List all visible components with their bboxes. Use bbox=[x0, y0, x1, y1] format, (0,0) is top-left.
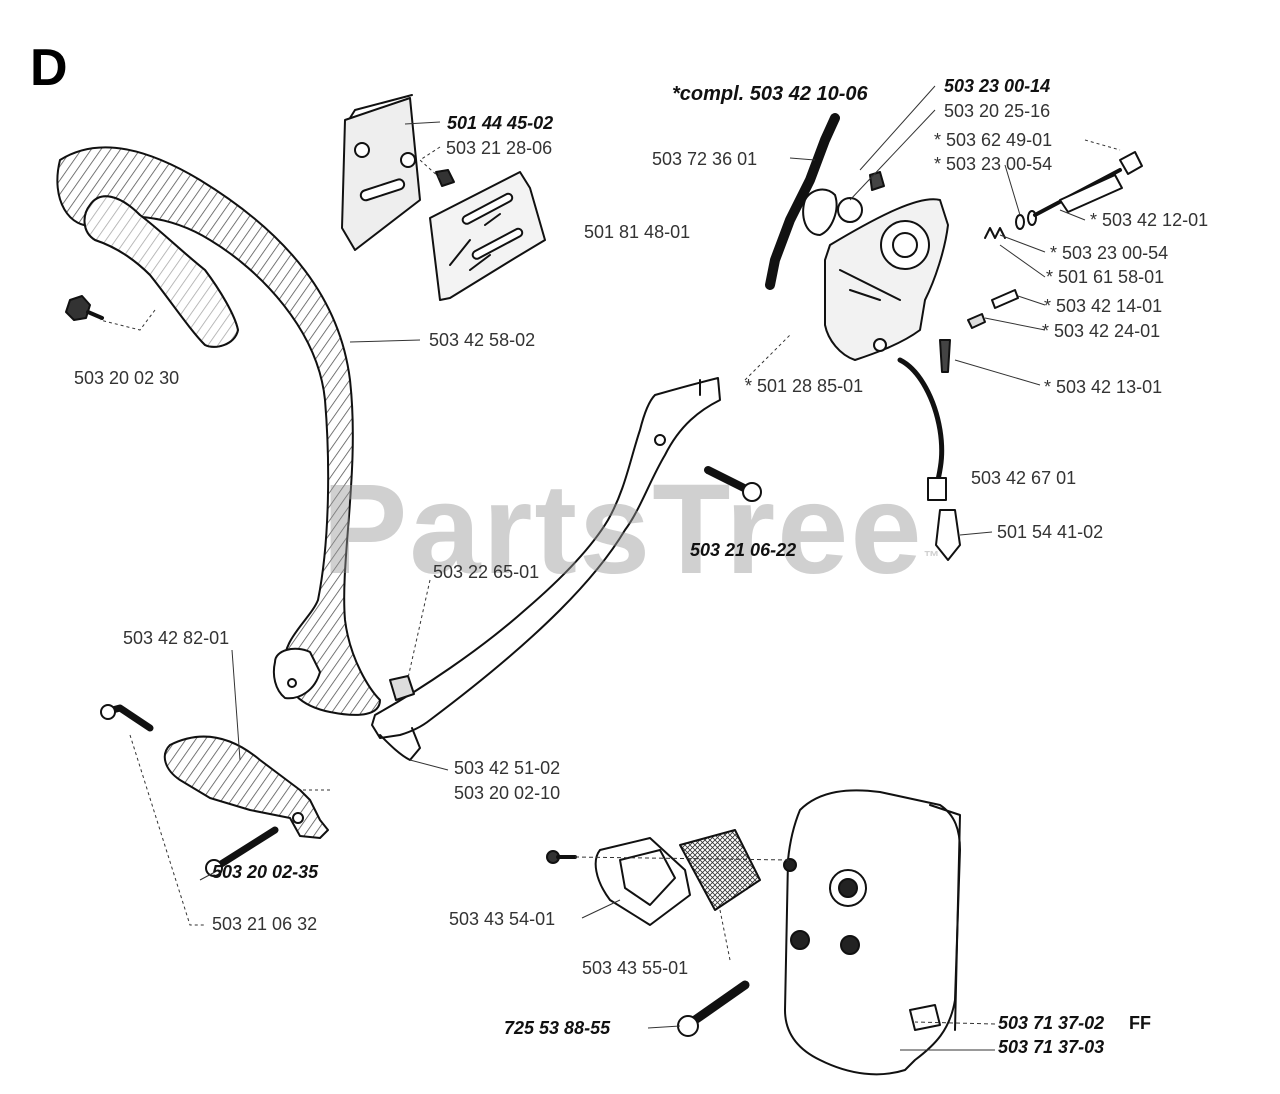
bar-plate bbox=[429, 171, 546, 301]
part-label-503-23-00-54-a: * 503 23 00-54 bbox=[934, 154, 1053, 174]
muffler-clip bbox=[909, 1004, 941, 1031]
watermark: PartsTree™ bbox=[322, 460, 942, 600]
part-label-503-21-06-32: 503 21 06 32 bbox=[212, 914, 318, 934]
muffler-gasket bbox=[594, 837, 691, 926]
part-label-503-20-02-30: 503 20 02 30 bbox=[74, 368, 180, 388]
part-label-503-42-82-01: 503 42 82-01 bbox=[123, 628, 230, 648]
handle-screw bbox=[65, 295, 104, 321]
part-label-503-21-28-06: 503 21 28-06 bbox=[446, 138, 553, 158]
grip-screw-long bbox=[205, 826, 279, 877]
pump-nipple bbox=[939, 339, 951, 373]
part-label-501-28-85-01: * 501 28 85-01 bbox=[745, 376, 864, 396]
part-label-503-23-00-14: 503 23 00-14 bbox=[944, 76, 1051, 96]
part-label-503-42-24-01: * 503 42 24-01 bbox=[1042, 321, 1161, 341]
part-label-503-42-58-02: 503 42 58-02 bbox=[429, 330, 536, 350]
oil-hose bbox=[897, 357, 947, 501]
part-label-503-20-02-35: 503 20 02-35 bbox=[212, 862, 319, 882]
part-label-503-21-06-22: 503 21 06-22 bbox=[690, 540, 797, 560]
part-label-501-54-41-02: 501 54 41-02 bbox=[997, 522, 1104, 542]
part-label-725-53-88-55: 725 53 88-55 bbox=[504, 1018, 611, 1038]
part-label-503-43-54-01: 503 43 54-01 bbox=[449, 909, 556, 929]
pump-piston-rod bbox=[1033, 151, 1143, 217]
part-label-ff: FF bbox=[1129, 1013, 1151, 1033]
oil-pump-body bbox=[824, 198, 949, 361]
bolt-middle bbox=[704, 466, 762, 502]
part-label-501-44-45-02: 501 44 45-02 bbox=[447, 113, 554, 133]
part-label-503-23-00-54-b: * 503 23 00-54 bbox=[1050, 243, 1169, 263]
muffler-bolt bbox=[677, 980, 750, 1037]
oil-filter bbox=[935, 509, 961, 561]
pump-spring bbox=[984, 227, 1006, 239]
part-label-503-42-14-01: * 503 42 14-01 bbox=[1044, 296, 1163, 316]
part-label-503-71-37-02: 503 71 37-02 bbox=[998, 1013, 1105, 1033]
spark-arrestor-screen bbox=[679, 829, 761, 911]
part-label-503-42-12-01: * 503 42 12-01 bbox=[1090, 210, 1209, 230]
pump-screw bbox=[869, 171, 885, 191]
part-label-503-22-65-01: 503 22 65-01 bbox=[433, 562, 540, 582]
oil-pump-drive bbox=[765, 113, 863, 290]
rear-grip bbox=[163, 735, 329, 839]
part-label-503-42-13-01: * 503 42 13-01 bbox=[1044, 377, 1163, 397]
guard-plate bbox=[341, 94, 421, 251]
part-label-503-71-37-03: 503 71 37-03 bbox=[998, 1037, 1105, 1057]
watermark-text: PartsTree bbox=[322, 458, 924, 601]
guard-screw bbox=[435, 169, 455, 187]
part-label-503-72-36-01: 503 72 36 01 bbox=[652, 149, 758, 169]
pump-o-rings bbox=[1015, 210, 1037, 230]
front-handle-bar bbox=[56, 146, 381, 716]
grip-screw-left bbox=[100, 704, 154, 732]
pump-adjust-pin bbox=[967, 289, 1019, 329]
part-label-503-62-49-01: * 503 62 49-01 bbox=[934, 130, 1053, 150]
part-label-501-81-48-01: 501 81 48-01 bbox=[584, 222, 691, 242]
part-label-503-20-25-16: 503 20 25-16 bbox=[944, 101, 1051, 121]
part-label-501-61-58-01: * 501 61 58-01 bbox=[1046, 267, 1165, 287]
square-nut bbox=[389, 675, 415, 701]
part-label-503-43-55-01: 503 43 55-01 bbox=[582, 958, 689, 978]
watermark-trademark: ™ bbox=[923, 549, 942, 566]
section-letter: D bbox=[30, 39, 68, 97]
part-label-503-42-67-01: 503 42 67 01 bbox=[971, 468, 1077, 488]
part-label-503-42-51-02: 503 42 51-02 bbox=[454, 758, 561, 778]
gasket-screw bbox=[546, 850, 577, 864]
muffler bbox=[783, 789, 961, 1076]
part-label-503-20-02-10: 503 20 02-10 bbox=[454, 783, 561, 803]
part-label-compl: *compl. 503 42 10-06 bbox=[672, 83, 868, 105]
leader-lines bbox=[99, 85, 1121, 1051]
